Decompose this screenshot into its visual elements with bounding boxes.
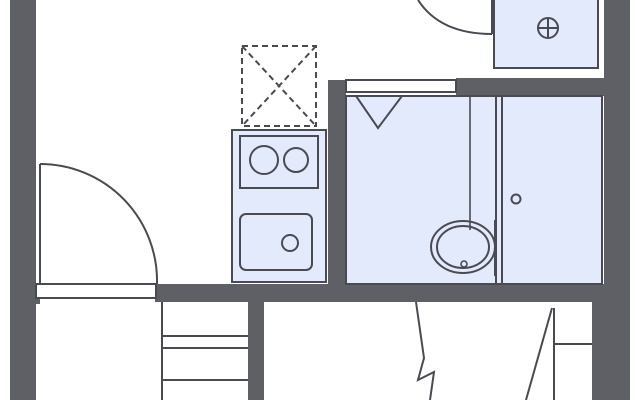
left-outer-wall — [10, 0, 36, 400]
top-door-swing — [417, 0, 493, 35]
entrance-door-swing — [39, 163, 159, 285]
bathroom-top-wall — [456, 78, 604, 96]
lower-left-wall — [248, 300, 264, 400]
bathroom-opening — [345, 79, 457, 93]
closet — [525, 307, 592, 400]
lower-right-wall — [592, 300, 604, 400]
break-line — [415, 301, 436, 400]
burner-large-icon — [249, 145, 279, 175]
mid-horizontal-wall — [155, 284, 604, 302]
kitchen-unit — [231, 129, 327, 283]
refrigerator-space — [241, 45, 317, 127]
bathroom-floor — [345, 95, 603, 285]
lower-left-shelf — [161, 302, 248, 400]
kitchen-sink — [239, 213, 313, 271]
door-knob-icon — [510, 193, 522, 205]
entrance-door-threshold — [35, 283, 157, 299]
bathroom-left-wall — [328, 80, 346, 290]
ventilation-triangle-icon — [354, 95, 404, 130]
toilet — [430, 220, 496, 276]
stove-top — [239, 135, 319, 189]
burner-small-icon — [283, 147, 309, 173]
sink-drain-icon — [281, 234, 299, 252]
right-outer-wall — [604, 0, 630, 400]
washer-space — [493, 0, 599, 69]
